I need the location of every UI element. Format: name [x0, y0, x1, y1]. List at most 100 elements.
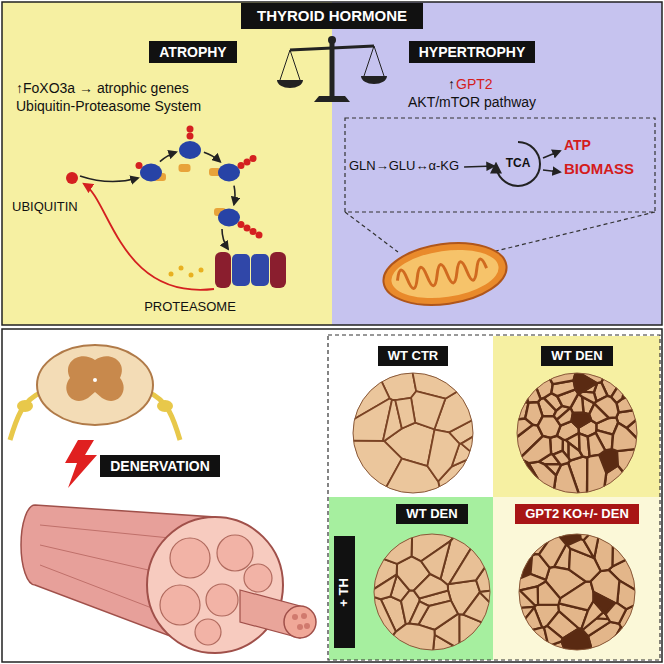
histology-panels: [353, 373, 473, 493]
histology-panels: [329, 336, 493, 497]
proteasome: [169, 272, 174, 277]
muscle: [217, 535, 253, 571]
muscle: [292, 614, 298, 620]
ubiquitin-cycle: [250, 228, 257, 235]
ubiquitin-cycle: [238, 221, 245, 228]
box-label: WT CTR: [388, 349, 439, 364]
muscle: [304, 623, 310, 629]
ubiquitin-cycle: [233, 186, 236, 205]
label-box: WT DEN: [541, 346, 612, 367]
metabolism-inset: [543, 170, 560, 172]
histology-section: [427, 430, 459, 482]
muscle: [170, 538, 210, 578]
lightning-bolt: [65, 440, 97, 488]
ubiquitin-cycle: [204, 152, 220, 161]
balance-scale: [364, 46, 374, 76]
balance-scale: [277, 36, 387, 102]
histology-section: [525, 373, 541, 402]
histology-section: [539, 532, 566, 568]
histology-section: [559, 581, 594, 610]
histology-panels: [493, 497, 660, 660]
text-label: UBIQUITIN: [12, 200, 78, 215]
balance-scale: [361, 76, 387, 84]
histology-section: [395, 398, 415, 429]
balance-scale: [328, 36, 336, 44]
proteasome: [270, 252, 286, 288]
treatment-tag: + TH: [334, 536, 355, 648]
label-box: HYPERTROPHY: [409, 41, 536, 63]
ubiquitin-cycle: [66, 126, 263, 290]
ubiquitin-cycle: [256, 232, 263, 239]
histology-panels: [328, 335, 660, 660]
histology-section: [617, 449, 639, 491]
bottom-panel: [2, 329, 662, 662]
top-panel: [2, 2, 662, 325]
balance-scale: [374, 46, 384, 76]
histology-section: [517, 532, 637, 652]
ubiquitin-cycle: [187, 126, 194, 133]
ubiquitin-cycle: [179, 141, 201, 159]
spinal-cord: [66, 356, 123, 401]
mitochondrion: [379, 236, 510, 313]
muscle: [160, 585, 200, 625]
box-label: HYPERTROPHY: [419, 44, 526, 60]
ubiquitin-cycle: [80, 176, 138, 182]
spinal-cord: [157, 400, 173, 412]
histology-panels: [329, 497, 493, 660]
top-panel: [2, 2, 662, 325]
proteasome: [199, 268, 204, 273]
histology-section: [588, 433, 605, 457]
box-label: GPT2 KO+/- DEN: [525, 507, 629, 522]
text-label: PROTEASOME: [144, 300, 236, 315]
muscle: [297, 624, 303, 630]
balance-scale: [277, 80, 303, 88]
histology-section: [382, 532, 412, 564]
histology-panels: [328, 335, 660, 660]
mitochondrion: [379, 236, 510, 313]
histology-section: [414, 574, 448, 598]
ubiquitin-cycle: [84, 184, 214, 290]
histology-section: [606, 603, 627, 624]
ubiquitin-cycle: [140, 164, 162, 182]
histology-panels: [517, 373, 637, 493]
histology-section: [557, 408, 573, 426]
histology-panels: [519, 534, 635, 650]
ubiquitin-cycle: [250, 155, 257, 162]
ubiquitin-cycle: [218, 164, 240, 182]
histology-section: [538, 581, 561, 604]
ubiquitin-cycle: [179, 164, 191, 172]
balance-scale: [290, 50, 300, 80]
top-panel: [2, 2, 332, 325]
histology-section: [515, 371, 639, 495]
metabolism-inset: [464, 166, 494, 167]
proteasome: [251, 254, 269, 286]
muscle: [206, 584, 238, 616]
histology-panels: [493, 336, 660, 497]
spinal-cord: [17, 400, 33, 412]
balance-scale: [280, 50, 290, 80]
mitochondrion: [396, 258, 488, 290]
muscle: [301, 613, 307, 619]
histology-section: [372, 532, 382, 542]
histology-section: [515, 371, 531, 391]
muscle: [21, 505, 316, 653]
muscle: [147, 517, 283, 653]
proteasome: [215, 252, 231, 288]
histology-section: [372, 532, 389, 559]
histology-section: [574, 371, 597, 393]
histology-section: [520, 436, 552, 463]
text-label: ↑FoXO3a → atrophic genes: [16, 80, 189, 96]
label-box: DENERVATION: [100, 455, 220, 477]
histology-section: [529, 532, 554, 539]
spinal-cord: [93, 378, 97, 382]
title-bar: THYROID HORMONE: [241, 3, 423, 28]
metabolism-inset: [345, 212, 398, 252]
metabolism-inset: [345, 118, 655, 252]
histology-section: [544, 626, 563, 646]
histology-section: [529, 462, 556, 495]
histology-section: [449, 532, 492, 584]
metabolism-inset: [496, 142, 540, 186]
box-label: WT DEN: [406, 507, 457, 522]
metabolism-inset: [543, 151, 560, 158]
